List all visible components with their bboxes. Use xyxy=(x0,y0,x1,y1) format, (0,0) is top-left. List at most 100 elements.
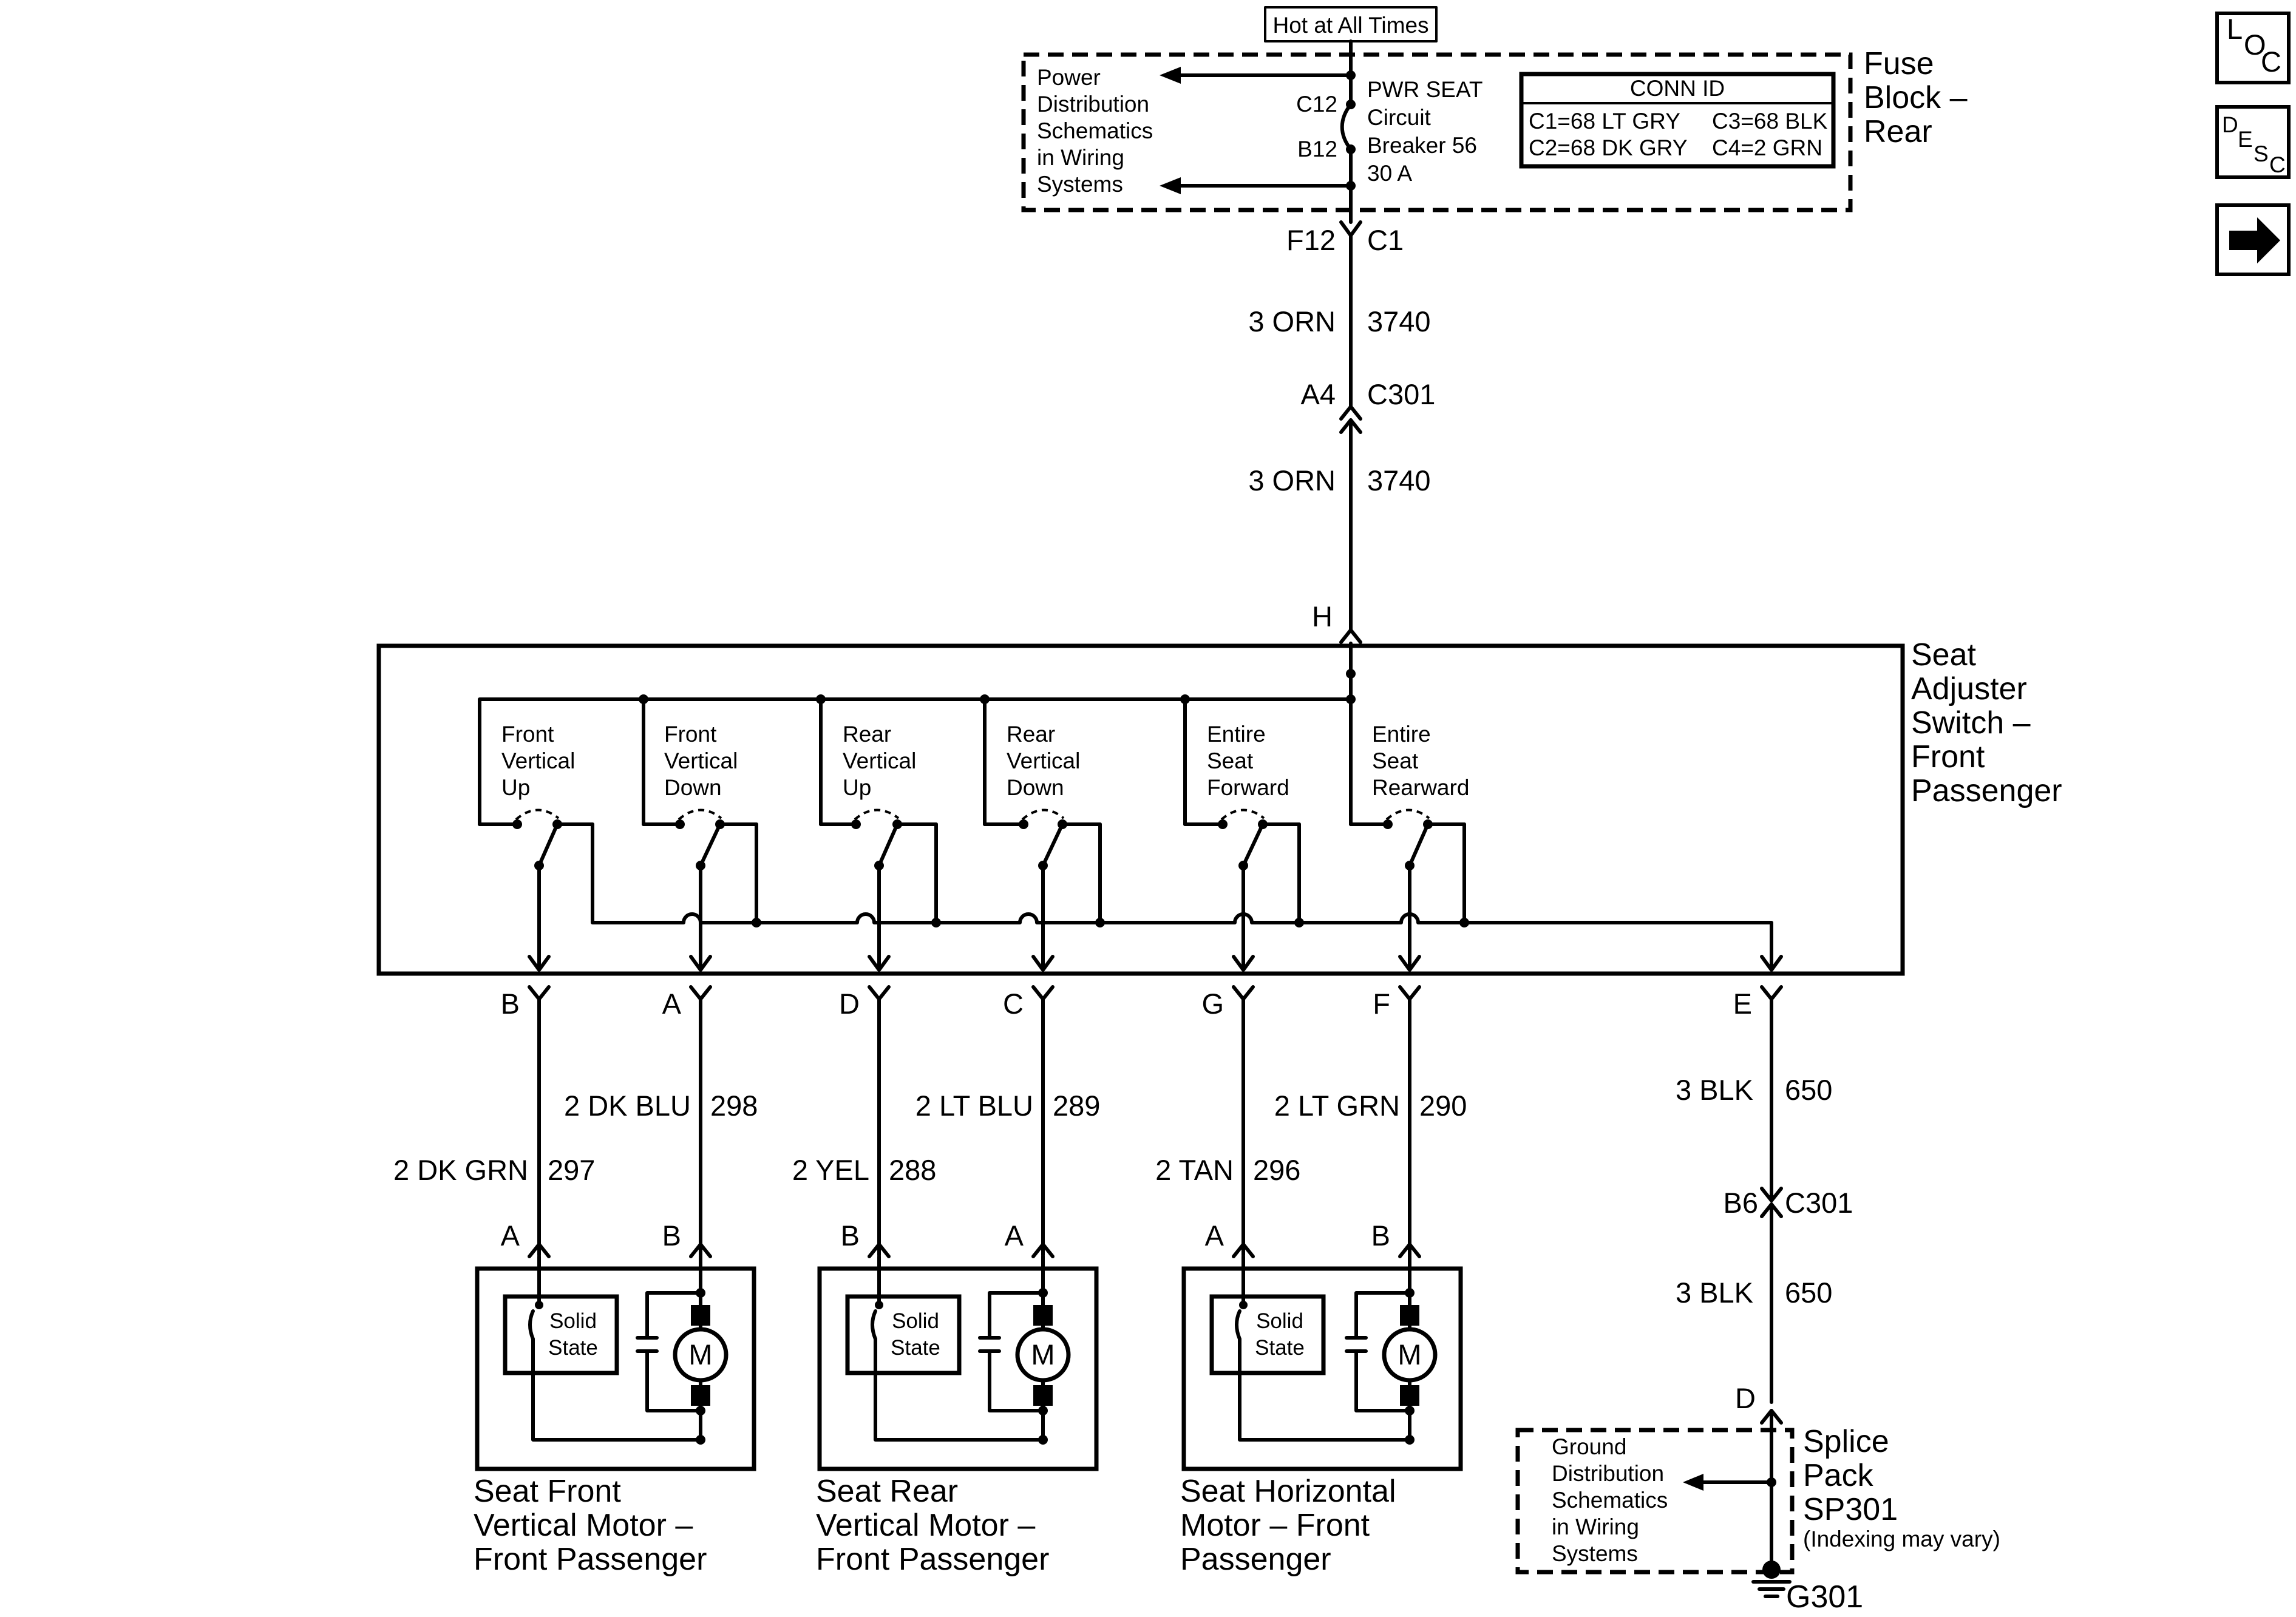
switch-section-entire-seat-rearward: Entire Seat Rearward xyxy=(1349,722,1469,971)
wire-289-color: 2 LT BLU xyxy=(915,1090,1033,1122)
power-dist-line-5: Systems xyxy=(1037,172,1123,197)
next-button[interactable] xyxy=(2215,203,2291,276)
ground-dist-line-5: Systems xyxy=(1552,1541,1638,1566)
motor-2-name-line-2: Vertical Motor – xyxy=(816,1508,1035,1543)
switch-pin-b-label: B xyxy=(501,988,520,1020)
motor-1-solid-label: Solid xyxy=(549,1309,597,1333)
switch-section-front-vertical-down: Front Vertical Down xyxy=(642,697,758,971)
switch-pin-a-label: A xyxy=(662,988,682,1020)
section-6-line-3: Rearward xyxy=(1372,775,1469,800)
motor-1-pin-left: A xyxy=(501,1219,520,1252)
power-dist-line-3: Schematics xyxy=(1037,118,1153,143)
motor-2-pin-left: B xyxy=(841,1219,860,1252)
breaker-line-1: PWR SEAT xyxy=(1367,77,1483,102)
pin-c12-label: C12 xyxy=(1296,92,1337,117)
right-arrow-icon xyxy=(2229,217,2280,263)
section-2-line-2: Vertical xyxy=(664,748,738,773)
motor-2-m-letter: M xyxy=(1031,1338,1055,1371)
motor-1-name-line-3: Front Passenger xyxy=(474,1542,707,1577)
switch-ground-bus xyxy=(591,822,1773,971)
desc-letter-c: C xyxy=(2269,152,2286,177)
wire-3740-circuit-lower: 3740 xyxy=(1367,464,1431,497)
motor-1-solid-state-box xyxy=(503,1294,619,1375)
switch-section-rear-vertical-down: Rear Vertical Down xyxy=(983,697,1102,971)
power-dist-lower-arrow-icon xyxy=(1160,177,1181,194)
desc-button[interactable]: D E S C xyxy=(2215,105,2291,179)
pin-b6-label: B6 xyxy=(1724,1187,1759,1219)
section-2-ganged-link xyxy=(678,808,722,821)
pin-a4-label: A4 xyxy=(1301,378,1336,410)
hot-at-all-times-label: Hot at All Times xyxy=(1272,13,1428,38)
power-dist-upper-arrow-icon xyxy=(1160,67,1181,84)
motor-2-name-line-1: Seat Rear xyxy=(816,1474,958,1509)
power-dist-line-4: in Wiring xyxy=(1037,145,1124,170)
wire-296-color: 2 TAN xyxy=(1155,1154,1234,1186)
section-1-line-2: Vertical xyxy=(501,748,575,773)
wire-297-color: 2 DK GRN xyxy=(393,1154,528,1186)
ground-circuit-650: 3 BLK 650 B6 C301 3 BLK 650 D Ground Dis… xyxy=(1515,997,2000,1615)
section-4-ganged-link xyxy=(1021,808,1065,821)
circuit-breaker-symbol xyxy=(1340,103,1353,151)
loc-button[interactable]: L O C xyxy=(2215,12,2291,84)
section-4-switch-contact xyxy=(1041,822,1064,867)
motor-3-name-line-1: Seat Horizontal xyxy=(1180,1474,1396,1509)
motor-3-housing xyxy=(1181,1266,1463,1471)
seat-adjuster-switch-box xyxy=(376,643,1905,976)
motor-3-pin-right: B xyxy=(1371,1219,1390,1252)
switch-title-line-5: Passenger xyxy=(1911,773,2062,808)
motor-3-m-letter: M xyxy=(1398,1338,1421,1371)
switch-title-line-4: Front xyxy=(1911,739,1985,775)
ground-dist-arrow-icon xyxy=(1683,1474,1703,1491)
section-1-switch-contact xyxy=(537,822,559,867)
fuse-block-line-3: Rear xyxy=(1864,114,1932,149)
power-dist-line-2: Distribution xyxy=(1037,92,1149,117)
section-6-ganged-link xyxy=(1385,808,1430,821)
power-dist-line-1: Power xyxy=(1037,65,1101,90)
switch-out-g-arrow-icon xyxy=(1232,955,1255,972)
section-5-switch-contact xyxy=(1241,822,1265,867)
switch-title-line-3: Switch – xyxy=(1911,705,2031,741)
section-6-switch-contact xyxy=(1408,822,1430,867)
motor-seat-front-vertical: A B Solid State M Seat Front Vertical Mo… xyxy=(474,1219,756,1577)
wire-3740-circuit-upper: 3740 xyxy=(1367,305,1431,337)
desc-letter-e: E xyxy=(2238,127,2253,152)
fuse-block-boundary xyxy=(1021,52,1853,212)
loc-letter-o: O xyxy=(2244,29,2266,61)
wire-650-color-lower: 3 BLK xyxy=(1676,1276,1753,1309)
switch-out-a-arrow-icon xyxy=(689,955,712,972)
switch-pin-h-label: H xyxy=(1312,600,1333,632)
connector-f12-female xyxy=(1339,220,1362,237)
motor-1-housing xyxy=(475,1266,756,1471)
loc-letter-l: L xyxy=(2227,13,2243,45)
section-2-line-1: Front xyxy=(664,722,717,747)
motor-3-pin-left: A xyxy=(1205,1219,1224,1252)
motor-3-solid-label: Solid xyxy=(1256,1309,1303,1333)
seat-adjuster-switch: Seat Adjuster Switch – Front Passenger F… xyxy=(376,637,2062,976)
switch-title-line-2: Adjuster xyxy=(1911,671,2027,707)
section-5-line-3: Forward xyxy=(1207,775,1289,800)
feed-circuit-3740: F12 C1 3 ORN 3740 A4 C301 3 ORN 3740 H xyxy=(1248,205,1435,644)
desc-letter-d: D xyxy=(2222,112,2238,137)
section-3-line-1: Rear xyxy=(843,722,891,747)
motor-1-name-line-2: Vertical Motor – xyxy=(474,1508,693,1543)
motor-2-state-label: State xyxy=(891,1336,940,1360)
splice-pin-d-label: D xyxy=(1735,1382,1756,1414)
conn-id-title: CONN ID xyxy=(1630,76,1725,101)
breaker-line-2: Circuit xyxy=(1367,105,1432,130)
motor-3-m-icon xyxy=(1382,1327,1438,1383)
section-6-line-2: Seat xyxy=(1372,748,1419,773)
splice-pack-line-2: Pack xyxy=(1803,1458,1874,1493)
splice-pack-line-3: SP301 xyxy=(1803,1492,1898,1527)
motor-2-name-line-3: Front Passenger xyxy=(816,1542,1049,1577)
conn-id-c2: C2=68 DK GRY xyxy=(1529,135,1688,160)
motor-2-solid-state-box xyxy=(845,1294,962,1375)
connector-c301-b6-female xyxy=(1760,1187,1783,1202)
ground-g301-label: G301 xyxy=(1786,1579,1863,1615)
switch-section-front-vertical-up: Front Vertical Up xyxy=(478,722,594,971)
switch-pin-h-connector xyxy=(1339,628,1362,644)
motor-3-state-label: State xyxy=(1255,1336,1305,1360)
conn-id-c3: C3=68 BLK xyxy=(1712,109,1828,134)
motor-1-name-line-1: Seat Front xyxy=(474,1474,621,1509)
wire-298-color: 2 DK BLU xyxy=(564,1090,691,1122)
